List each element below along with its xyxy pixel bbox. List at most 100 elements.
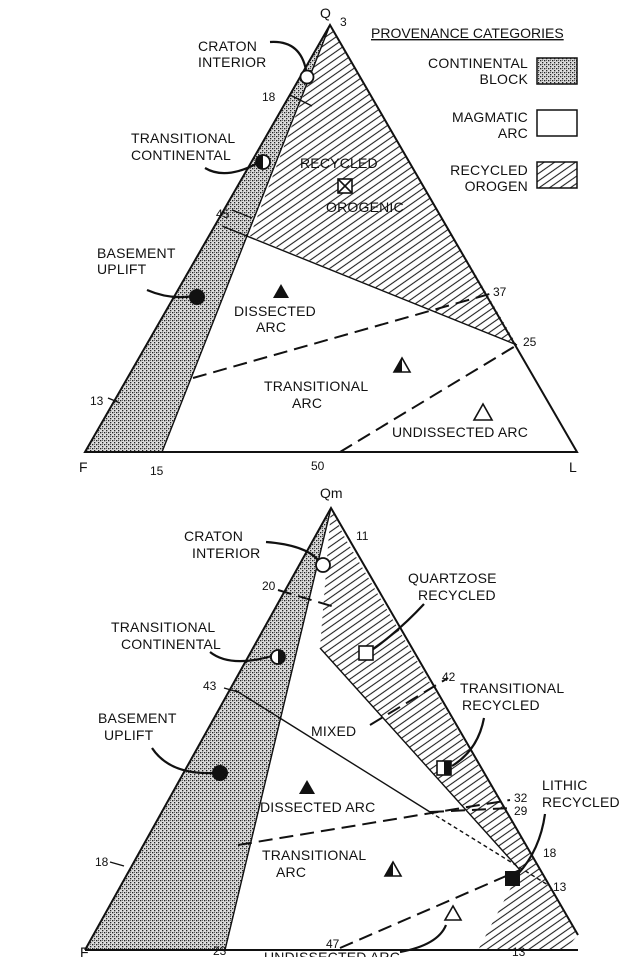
qmflt-label-transitional-continental-2: CONTINENTAL (121, 636, 221, 652)
qfl-tick-50: 50 (311, 459, 325, 473)
qfl-continental-boundary (161, 24, 331, 453)
qfl-label-transitional-continental-2: CONTINENTAL (131, 147, 231, 163)
qmflt-arrow-craton (265, 540, 319, 561)
qfl-tick-13-line (107, 397, 121, 404)
qmflt-continental-boundary (224, 507, 332, 951)
qmflt-label-transitional-arc-1: TRANSITIONAL (262, 847, 366, 863)
qfl-tick-18: 18 (262, 90, 276, 104)
qmflt-tick-43: 43 (203, 679, 217, 693)
qmflt-tick-18: 18 (95, 855, 109, 869)
qmflt-label-basement-uplift-2: UPLIFT (104, 727, 154, 743)
qmflt-label-quartzose-recycled-2: RECYCLED (418, 587, 496, 603)
qfl-label-transitional-arc-2: ARC (292, 395, 322, 411)
qfl-label-undissected-arc: UNDISSECTED ARC (392, 424, 528, 440)
qmflt-basement-uplift-symbol (212, 765, 228, 781)
qmflt-magmatic-arc-field (225, 648, 520, 950)
qmflt-tick-43-line (223, 687, 239, 693)
legend-magmatic-arc-line1: MAGMATIC (452, 109, 528, 125)
qfl-diagram: Q F L 3 18 45 13 15 50 37 25 CRATON INTE… (79, 5, 579, 478)
qfl-tick-45-line (231, 209, 253, 219)
qfl-orogen-boundary (221, 225, 518, 346)
qmflt-tick-13-right: 13 (553, 880, 567, 894)
qmflt-line-47 (339, 869, 521, 949)
legend-continental-block-swatch (536, 57, 578, 85)
qfl-tick-25: 25 (523, 335, 537, 349)
legend-recycled-orogen-line2: OROGEN (465, 178, 528, 194)
qmflt-label-transitional-recycled-1: TRANSITIONAL (460, 680, 564, 696)
qfl-tick-13: 13 (90, 394, 104, 408)
qmflt-transitional-arc-symbol (383, 860, 403, 877)
qmflt-arrow-lithic (517, 813, 547, 875)
qmflt-label-lithic-recycled-1: LITHIC (542, 777, 588, 793)
qfl-triangle-outline (83, 22, 579, 453)
qfl-label-basement-uplift-2: UPLIFT (97, 261, 147, 277)
qmflt-arrow-transitional-continental (209, 651, 273, 663)
qmflt-label-transitional-continental-1: TRANSITIONAL (111, 619, 215, 635)
qmflt-diagram: Qm F 11 20 43 18 23 47 13 42 32 29 18 13… (80, 485, 620, 957)
qmflt-apex-f: F (80, 944, 89, 957)
legend-continental-block-line1: CONTINENTAL (428, 55, 528, 71)
qfl-arrow-transitional-continental (204, 163, 257, 175)
qmflt-line-32 (237, 799, 511, 846)
qfl-apex-l: L (569, 459, 577, 475)
legend-recycled-orogen-line1: RECYCLED (450, 162, 528, 178)
qfl-dissected-arc-symbol (273, 284, 289, 298)
legend-recycled-orogen-swatch (536, 161, 578, 189)
qfl-label-dissected-arc-1: DISSECTED (234, 303, 316, 319)
qfl-apex-q: Q (320, 5, 331, 21)
qmflt-label-transitional-arc-2: ARC (276, 864, 306, 880)
qfl-craton-interior-symbol (299, 69, 315, 85)
qfl-tick-3: 3 (340, 15, 347, 29)
qmflt-line-29 (429, 807, 513, 813)
qfl-dissected-transitional-boundary (192, 292, 494, 379)
qfl-apex-f: F (79, 459, 88, 475)
qmflt-tick-29: 29 (514, 804, 528, 818)
qmflt-label-quartzose-recycled-1: QUARTZOSE (408, 570, 497, 586)
qmflt-tick-11: 11 (356, 529, 369, 543)
qmflt-lithic-recycled-symbol (505, 871, 520, 886)
qmflt-label-craton-interior-1: CRATON (184, 528, 243, 544)
qmflt-label-dissected-arc: DISSECTED ARC (260, 799, 375, 815)
qfl-tick-18-line (289, 94, 313, 107)
qmflt-tick-42: 42 (442, 670, 456, 684)
qmflt-undissected-arc-symbol (443, 904, 463, 921)
qmflt-arrow-transitional-recycled (451, 717, 486, 767)
qfl-arrow-craton (269, 40, 308, 71)
qmflt-label-undissected-arc: UNDISSECTED ARC (264, 949, 400, 957)
qfl-transitional-arc-symbol (392, 356, 412, 373)
qfl-recycled-orogen-field (250, 25, 517, 345)
qmflt-tick-20: 20 (262, 579, 276, 593)
qmflt-tick-32: 32 (514, 791, 528, 805)
legend-continental-block-line2: BLOCK (480, 71, 529, 87)
qmflt-arrow-basement (151, 747, 215, 775)
qmflt-arrow-undissected (399, 924, 448, 954)
qmflt-arrow-quartzose (371, 603, 425, 651)
qmflt-label-craton-interior-2: INTERIOR (192, 545, 261, 561)
qmflt-tick-18-right: 18 (543, 846, 557, 860)
qmflt-label-mixed: MIXED (311, 723, 356, 739)
qmflt-tick-13-bottom: 13 (512, 945, 526, 957)
legend: PROVENANCE CATEGORIES CONTINENTAL BLOCK … (371, 25, 578, 194)
qmflt-label-lithic-recycled-2: RECYCLED (542, 794, 620, 810)
qfl-label-recycled: RECYCLED (300, 155, 378, 171)
qfl-recycled-orogenic-symbol (337, 178, 353, 194)
qfl-tick-45: 45 (216, 207, 230, 221)
qfl-label-transitional-arc-1: TRANSITIONAL (264, 378, 368, 394)
qmflt-tick-18-line (109, 861, 125, 867)
qfl-label-basement-uplift-1: BASEMENT (97, 245, 176, 261)
qmflt-recycled-orogen-field (320, 508, 578, 950)
qmflt-apex-qm: Qm (320, 485, 343, 501)
qmflt-dissected-arc-symbol (299, 780, 315, 794)
qfl-label-transitional-continental-1: TRANSITIONAL (131, 130, 235, 146)
qmflt-tick-23: 23 (213, 944, 227, 957)
qmflt-label-basement-uplift-1: BASEMENT (98, 710, 177, 726)
qmflt-transitional-continental-symbol (270, 649, 286, 665)
qfl-basement-uplift-symbol (189, 289, 205, 305)
qfl-tick-37: 37 (493, 285, 507, 299)
legend-magmatic-arc-swatch (536, 109, 578, 137)
qmflt-recycled-inner-boundary (319, 647, 521, 871)
qfl-label-craton-interior-1: CRATON (198, 38, 257, 54)
qfl-transitional-continental-symbol (255, 154, 271, 170)
qmflt-line-13 (429, 811, 549, 886)
